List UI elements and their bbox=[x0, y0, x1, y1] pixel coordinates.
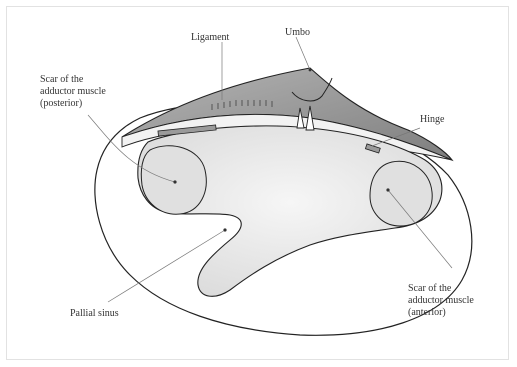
posterior-adductor-scar bbox=[141, 146, 206, 214]
label-anterior-scar-line3: (anterior) bbox=[408, 307, 446, 318]
label-hinge: Hinge bbox=[420, 114, 445, 125]
label-posterior-scar-line2: adductor muscle bbox=[40, 86, 106, 97]
label-anterior-scar-line2: adductor muscle bbox=[408, 295, 474, 306]
label-umbo: Umbo bbox=[285, 27, 310, 38]
anterior-adductor-scar bbox=[370, 161, 432, 226]
label-anterior-scar-line1: Scar of the bbox=[408, 283, 452, 294]
label-posterior-scar-line1: Scar of the bbox=[40, 74, 84, 85]
label-pallial-sinus: Pallial sinus bbox=[70, 308, 119, 319]
label-ligament: Ligament bbox=[191, 32, 230, 43]
label-posterior-scar-line3: (posterior) bbox=[40, 98, 82, 109]
